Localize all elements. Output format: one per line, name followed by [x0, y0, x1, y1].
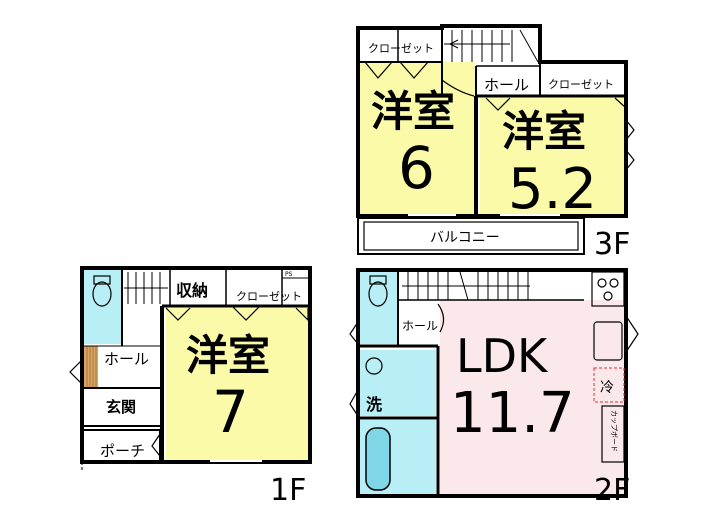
hall-3f-label: ホール	[484, 76, 529, 94]
floor-2f-label: 2F	[594, 473, 630, 508]
fridge-label: 冷	[600, 380, 614, 396]
ldk-fill	[440, 300, 628, 494]
cupboard-outline	[601, 405, 625, 463]
closet-1f-label: クローゼット	[236, 290, 302, 303]
floor-3f: クローゼット ホール クローゼット 洋室 6 洋室 5.2 バルコニー 3F	[356, 24, 635, 262]
stove-icon	[591, 271, 625, 307]
floor-1f: 収納 クローゼット PS ホール 玄関 ポーチ 洋室 7 1F	[69, 266, 312, 508]
1f-toilet-fill	[82, 270, 122, 344]
2f-outer-wall	[356, 268, 628, 498]
floor-2f: ホール 洗 LDK 11.7 冷 カップボード 2F	[349, 268, 639, 508]
1f-stairs	[124, 272, 168, 304]
room-6-name: 洋室	[371, 87, 455, 136]
cupboard-label: カップボード	[610, 410, 618, 452]
balcony-label: バルコニー	[430, 230, 500, 246]
closet-right-label: クローゼット	[548, 78, 614, 91]
1f-toilet-icon	[92, 281, 112, 307]
2f-toilet-icon	[368, 281, 388, 307]
room-52-name: 洋室	[502, 107, 586, 156]
ldk-name: LDK	[456, 329, 549, 383]
2f-stairs	[402, 271, 530, 301]
floor-3f-label: 3F	[594, 227, 630, 262]
room-6-size: 6	[398, 134, 435, 202]
balcony-inner	[363, 221, 579, 251]
entrance-label: 玄関	[106, 398, 136, 416]
3f-stairs	[444, 29, 539, 63]
room-52-fill	[480, 98, 628, 214]
ldk-size: 11.7	[450, 381, 575, 446]
washroom-label: 洗	[366, 395, 382, 414]
hall-1f-label: ホール	[104, 350, 149, 368]
porch-label: ポーチ	[100, 442, 145, 460]
entrance-wood-fill	[84, 346, 98, 388]
closet-left-label: クローゼット	[368, 42, 434, 55]
sink-icon	[593, 321, 623, 361]
fridge-outline	[593, 367, 625, 403]
room-7-fill	[166, 308, 308, 460]
bathtub-icon	[365, 427, 391, 491]
2f-toilet-fill	[360, 272, 398, 344]
room-7-size: 7	[212, 378, 249, 446]
ps-label: PS	[285, 271, 293, 278]
floor-1f-label: 1F	[270, 473, 306, 508]
room-52-size: 5.2	[508, 157, 597, 222]
room-6-fill	[358, 62, 475, 214]
storage-label: 収納	[176, 281, 208, 300]
room-7-name: 洋室	[186, 331, 270, 380]
hall-2f-label: ホール	[402, 319, 438, 333]
2f-wash-fill	[360, 350, 436, 416]
wash-basin-icon	[365, 357, 383, 375]
